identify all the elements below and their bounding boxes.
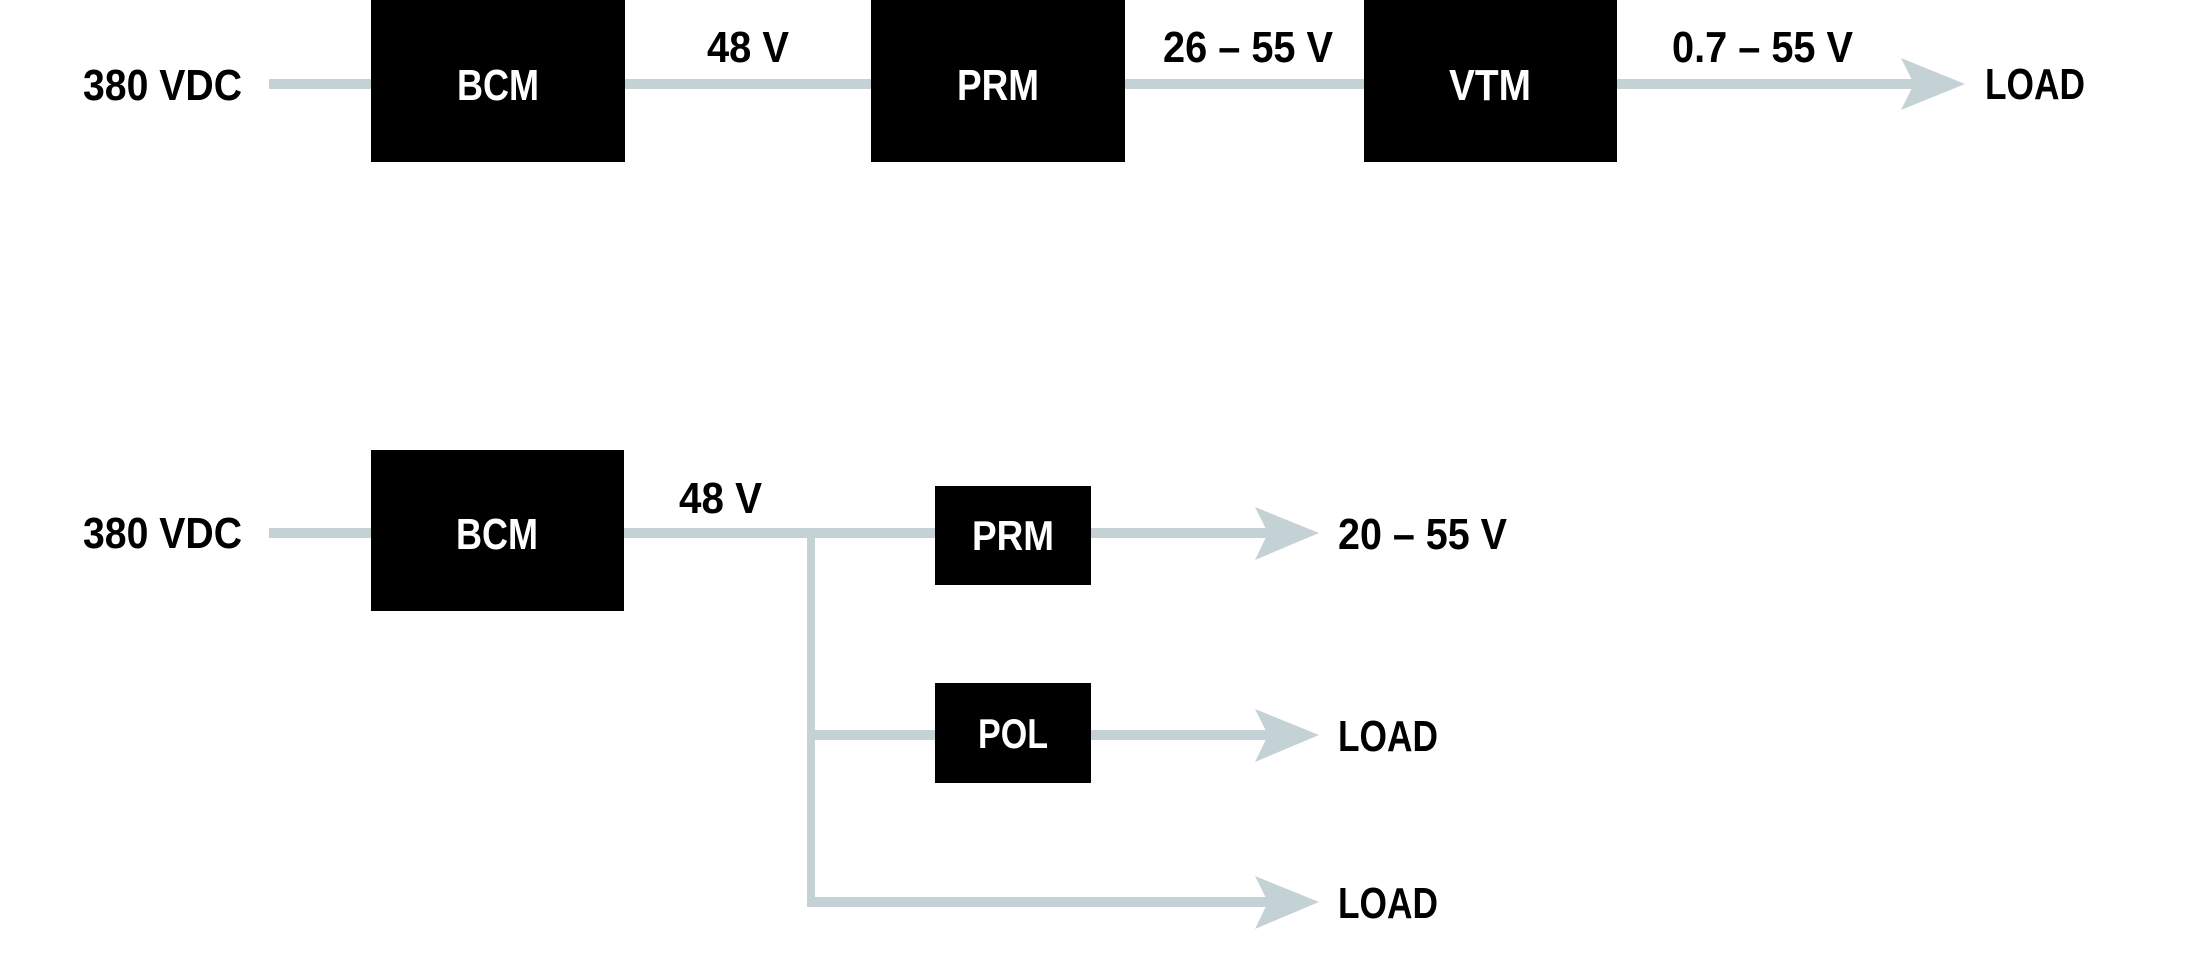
bottom-distribution: 380 VDC BCM 48 V PRM POL 20 – 55 V LOAD …: [83, 450, 1508, 929]
block-label: PRM: [972, 512, 1054, 559]
block-box: [935, 486, 1091, 585]
arrow-head-icon: [1255, 507, 1319, 560]
block-label: VTM: [1449, 61, 1531, 110]
top-bus-label-3: 0.7 – 55 V: [1672, 23, 1854, 72]
branch-output-label-2: LOAD: [1338, 712, 1438, 761]
arrow-head-icon: [1255, 876, 1319, 929]
top-bus-label-1: 48 V: [707, 23, 790, 72]
top-block-bcm: BCM: [371, 0, 625, 162]
block-box: [371, 450, 624, 611]
branch-trunk-wire: [807, 533, 815, 907]
block-label: POL: [978, 710, 1048, 757]
block-box: [371, 0, 625, 162]
top-chain: 380 VDC BCM 48 V PRM 26 – 55 V VTM 0.7 –…: [83, 0, 2085, 162]
branch-output-label-1: 20 – 55 V: [1338, 510, 1508, 559]
top-arrow-head-icon: [1901, 58, 1965, 110]
block-label: BCM: [456, 510, 538, 559]
bottom-block-bcm: BCM: [371, 450, 624, 611]
top-block-prm: PRM: [871, 0, 1125, 162]
bottom-bus-label: 48 V: [679, 474, 763, 523]
branch-output-label-3: LOAD: [1338, 879, 1438, 928]
block-box: [935, 683, 1091, 783]
branch-direct-wire: [807, 897, 1269, 907]
bottom-input-label: 380 VDC: [83, 509, 242, 558]
bottom-bus-wire: [269, 528, 1269, 538]
arrow-head-icon: [1255, 709, 1319, 762]
bottom-block-pol: POL: [935, 683, 1091, 783]
top-input-label: 380 VDC: [83, 61, 242, 110]
block-label: PRM: [957, 61, 1039, 110]
block-box: [871, 0, 1125, 162]
block-box: [1364, 0, 1617, 162]
top-block-vtm: VTM: [1364, 0, 1617, 162]
top-output-label: LOAD: [1985, 60, 2085, 109]
block-label: BCM: [457, 61, 539, 110]
bottom-block-prm: PRM: [935, 486, 1091, 585]
top-bus-label-2: 26 – 55 V: [1163, 23, 1334, 72]
